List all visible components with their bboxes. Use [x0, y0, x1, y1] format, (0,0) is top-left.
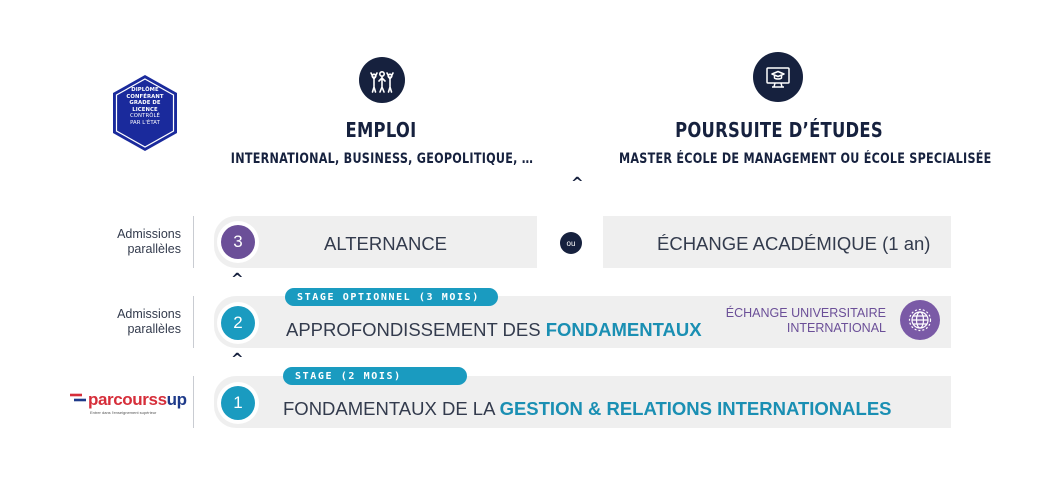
logo-tagline: Entrer dans l'enseignement supérieur — [90, 410, 157, 415]
step-number-1: 1 — [221, 386, 255, 420]
approfondissement-text: APPROFONDISSEMENT DES FONDAMENTAUX — [286, 319, 702, 341]
badge-text: DIPLÔME CONFÉRANT GRADE DE LICENCE CONTR… — [110, 87, 180, 127]
badge-line: PAR L'ÉTAT — [130, 119, 160, 126]
up-caret-icon: ^ — [571, 174, 584, 192]
side-label-line: parallèles — [127, 322, 181, 336]
badge-line: CONFÉRANT — [126, 93, 164, 100]
or-badge: ou — [560, 232, 582, 254]
step-number-2: 2 — [221, 306, 255, 340]
fondamentaux-text: FONDAMENTAUX DE LA GESTION & RELATIONS I… — [283, 398, 892, 420]
alternance-bar — [214, 216, 537, 268]
side-label-line: Admissions — [117, 227, 181, 241]
exchange-line: ÉCHANGE UNIVERSITAIRE — [725, 306, 886, 320]
side-label-line: parallèles — [127, 242, 181, 256]
logo-wordmark: parcourssup — [70, 390, 187, 410]
divider-line — [193, 296, 194, 348]
badge-line: DIPLÔME — [131, 87, 159, 93]
graduation-screen-icon — [753, 52, 803, 102]
logo-arrows-icon — [70, 393, 86, 402]
side-label-line: Admissions — [117, 307, 181, 321]
logo-part-a: parcours — [88, 390, 158, 409]
hexagon-badge-icon — [113, 75, 177, 151]
step-number-3: 3 — [221, 225, 255, 259]
logo-letter-s: s — [157, 390, 167, 409]
poursuite-subtitle: MASTER ÉCOLE DE MANAGEMENT OU ÉCOLE SPEC… — [619, 151, 992, 167]
up-caret-icon: ^ — [231, 270, 244, 288]
stage-pill: STAGE (2 MOIS) — [283, 367, 467, 385]
badge-line: GRADE DE — [129, 100, 161, 107]
parcoursup-logo: parcourssup Entrer dans l'enseignement s… — [70, 390, 187, 415]
emploi-subtitle: INTERNATIONAL, BUSINESS, GEOPOLITIQUE, … — [230, 151, 534, 167]
side-label-row3: Admissions parallèles — [95, 227, 181, 257]
poursuite-title: POURSUITE D’ÉTUDES — [675, 118, 883, 142]
people-cheering-icon — [359, 57, 405, 103]
badge-line: CONTRÔLÉ — [129, 113, 160, 120]
exchange-bar — [603, 216, 951, 268]
text-highlight: FONDAMENTAUX — [545, 319, 702, 340]
exchange-line: INTERNATIONAL — [786, 321, 886, 335]
divider-line — [193, 216, 194, 268]
stage-optionnel-pill: STAGE OPTIONNEL (3 MOIS) — [285, 288, 498, 306]
badge-line: LICENCE — [132, 106, 158, 113]
globe-icon — [900, 300, 940, 340]
divider-line — [193, 376, 194, 428]
exchange-universitaire-label: ÉCHANGE UNIVERSITAIRE INTERNATIONAL — [700, 306, 886, 336]
side-label-row2: Admissions parallèles — [95, 307, 181, 337]
text-plain: APPROFONDISSEMENT DES — [286, 319, 546, 340]
emploi-title: EMPLOI — [345, 118, 417, 142]
licence-grade-badge: DIPLÔME CONFÉRANT GRADE DE LICENCE CONTR… — [110, 73, 180, 153]
exchange-label: ÉCHANGE ACADÉMIQUE (1 an) — [657, 233, 931, 254]
up-caret-icon: ^ — [231, 350, 244, 368]
alternance-label: ALTERNANCE — [324, 233, 448, 254]
logo-part-b: up — [166, 390, 187, 409]
text-highlight: GESTION & RELATIONS INTERNATIONALES — [499, 398, 892, 419]
text-plain: FONDAMENTAUX DE LA — [283, 398, 500, 419]
